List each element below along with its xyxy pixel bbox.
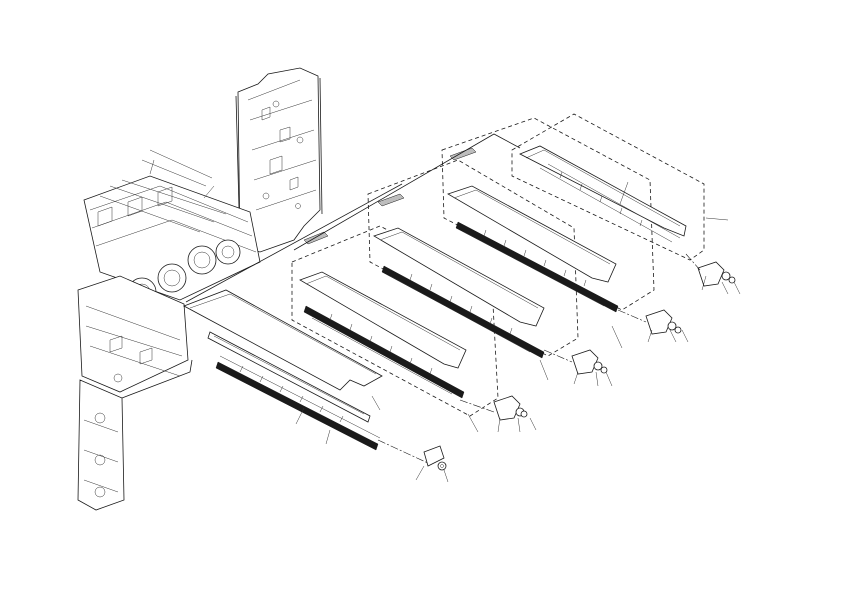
bottom-bracket-group <box>423 445 447 471</box>
exposure-unit-3-group <box>441 117 682 335</box>
printer-main-frame <box>77 67 323 511</box>
callout-leaders <box>149 159 741 483</box>
exposure-unit-4-group <box>511 113 736 287</box>
exposure-unit-2-group <box>367 159 608 375</box>
front-cover-plate-group <box>183 289 383 451</box>
assembly-guide-lines <box>185 133 701 465</box>
